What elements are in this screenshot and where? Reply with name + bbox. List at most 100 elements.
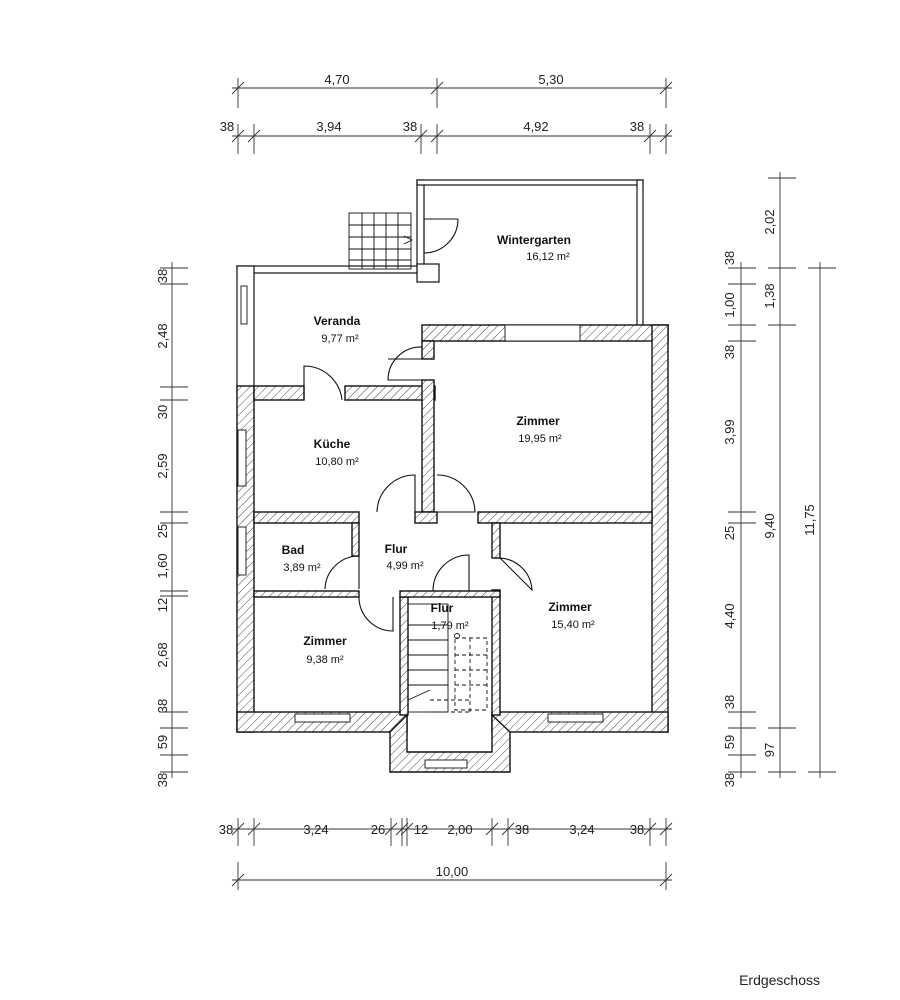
- dim-right-3-99: 3,99: [722, 419, 737, 444]
- dim-bottom-12: 12: [414, 822, 428, 837]
- dim-left-2-68: 2,68: [155, 642, 170, 667]
- dim-right-38-d: 38: [722, 773, 737, 787]
- dimension-chain-left: 38 2,48 30 2,59 25 1,60 12 2,68 38 59 38: [155, 262, 188, 787]
- dim-right-2-02: 2,02: [762, 209, 777, 234]
- doors: [303, 218, 533, 632]
- veranda-window: [240, 285, 248, 325]
- building: Wintergarten 16,12 m² Veranda 9,77 m² Zi…: [236, 179, 669, 773]
- wall-bad-zimmer: [253, 590, 360, 598]
- dim-right-38-c: 38: [722, 695, 737, 709]
- dim-right-25: 25: [722, 526, 737, 540]
- room-veranda-name: Veranda: [314, 314, 361, 328]
- dim-left-25: 25: [155, 524, 170, 538]
- wall-kueche-bad: [253, 511, 360, 524]
- room-zimmer-sw-name: Zimmer: [303, 634, 347, 648]
- door-veranda-kueche: [303, 365, 343, 401]
- dim-bottom-26: 26: [371, 822, 385, 837]
- window-zimmer-north: [504, 324, 581, 342]
- door-flur-stair: [432, 554, 470, 592]
- dim-top-38-a: 38: [220, 119, 234, 134]
- dim-right-1-38: 1,38: [762, 283, 777, 308]
- dim-bottom-38-c: 38: [630, 822, 644, 837]
- dim-bottom-2-00: 2,00: [447, 822, 472, 837]
- wall-zimmer-zimmer: [477, 511, 653, 524]
- wintergarten-top-frame: [416, 179, 644, 186]
- dim-bottom-3-24-b: 3,24: [569, 822, 594, 837]
- room-labels: Wintergarten 16,12 m² Veranda 9,77 m² Zi…: [282, 233, 595, 666]
- dim-left-1-60: 1,60: [155, 553, 170, 578]
- room-wintergarten-area: 16,12 m²: [526, 251, 570, 263]
- interior-stair: [407, 603, 488, 713]
- room-zimmer-north-area: 19,95 m²: [518, 433, 562, 445]
- door-zimmer-east: [499, 557, 533, 592]
- window-zimmer-sw: [294, 713, 351, 723]
- dim-top-4-92: 4,92: [523, 119, 548, 134]
- dim-top-5-30: 5,30: [538, 72, 563, 87]
- wall-veranda-kueche-a: [253, 385, 305, 401]
- wall-bad-east: [351, 522, 360, 557]
- room-kueche-area: 10,80 m²: [315, 456, 359, 468]
- dim-right-97: 97: [762, 743, 777, 757]
- dim-right-11-75: 11,75: [802, 504, 817, 536]
- veranda-top-frame: [236, 265, 418, 274]
- window-kueche: [237, 429, 247, 487]
- dim-top-38-b: 38: [403, 119, 417, 134]
- room-zimmer-east-name: Zimmer: [548, 600, 592, 614]
- dimension-chain-top: 4,70 5,30 38 3,94 38 4,92 38: [220, 72, 673, 154]
- wintergarten-right-frame: [636, 179, 644, 329]
- door-zimmer-sw: [358, 596, 394, 632]
- room-zimmer-north-name: Zimmer: [516, 414, 560, 428]
- dim-right-4-40: 4,40: [722, 603, 737, 628]
- dim-left-38-b: 38: [155, 699, 170, 713]
- dim-left-30: 30: [155, 405, 170, 419]
- outdoor-stair: [348, 212, 414, 270]
- room-bad-area: 3,89 m²: [283, 562, 321, 574]
- wall-east: [651, 324, 669, 733]
- wall-flur-stub: [414, 511, 438, 524]
- dim-bottom-3-24-a: 3,24: [303, 822, 328, 837]
- room-veranda-area: 9,77 m²: [321, 333, 359, 345]
- bay-window: [424, 759, 468, 769]
- window-bad: [237, 526, 247, 576]
- dim-bottom-total: 10,00: [436, 864, 469, 879]
- room-flur-stair-name: Flur: [431, 601, 454, 615]
- room-flur-stair-area: 1,79 m²: [431, 620, 469, 632]
- room-wintergarten-name: Wintergarten: [497, 233, 571, 247]
- wall-bay: [389, 713, 511, 773]
- room-flur-main-name: Flur: [385, 542, 408, 556]
- dim-right-9-40: 9,40: [762, 513, 777, 538]
- door-wintergarten: [423, 218, 459, 254]
- dim-left-38-a: 38: [155, 269, 170, 283]
- wintergarten-corner-post: [416, 263, 440, 283]
- room-bad-name: Bad: [282, 543, 305, 557]
- dim-right-59: 59: [722, 735, 737, 749]
- door-zimmer-north: [436, 474, 476, 513]
- wintergarten-left-frame: [416, 179, 425, 269]
- wall-stair-west: [399, 596, 409, 716]
- dimension-chain-bottom: 38 3,24 26 12 2,00 38 3,24 38 10,00: [219, 818, 673, 890]
- dim-left-12: 12: [155, 598, 170, 612]
- room-zimmer-sw-area: 9,38 m²: [306, 654, 344, 666]
- room-zimmer-east-area: 15,40 m²: [551, 619, 595, 631]
- dimension-chain-right: 38 1,00 38 3,99 25 4,40 38 59 38 2,02 1,…: [722, 172, 836, 787]
- dim-right-38-a: 38: [722, 251, 737, 265]
- dim-left-2-48: 2,48: [155, 323, 170, 348]
- dim-top-3-94: 3,94: [316, 119, 341, 134]
- dim-left-59: 59: [155, 735, 170, 749]
- dim-left-2-59: 2,59: [155, 453, 170, 478]
- dim-bottom-38-b: 38: [515, 822, 529, 837]
- veranda-left-frame: [236, 265, 255, 393]
- wall-zimmer-west-stub: [421, 340, 435, 360]
- dim-right-1-00: 1,00: [722, 292, 737, 317]
- wall-veranda-kueche-b: [344, 385, 436, 401]
- room-kueche-name: Küche: [314, 437, 351, 451]
- wall-flur-divider: [399, 590, 501, 598]
- window-zimmer-se: [547, 713, 604, 723]
- dim-right-38-b: 38: [722, 345, 737, 359]
- wall-zimmer-west: [421, 379, 435, 513]
- plan-title: Erdgeschoss: [739, 972, 820, 988]
- dim-top-38-c: 38: [630, 119, 644, 134]
- dim-left-38-c: 38: [155, 773, 170, 787]
- door-kueche: [376, 474, 416, 513]
